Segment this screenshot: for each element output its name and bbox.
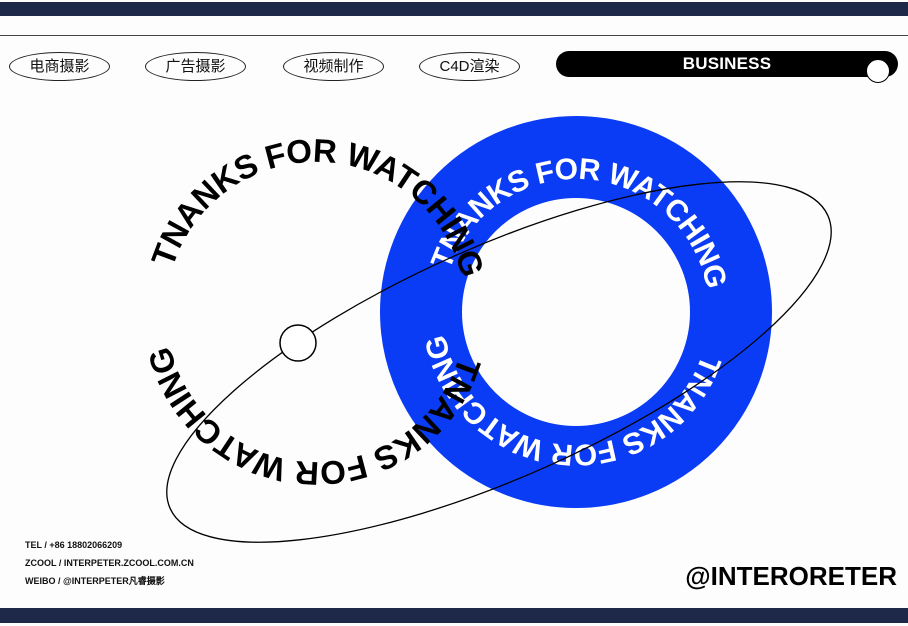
contact-tel: TEL / +86 18802066209 (25, 540, 123, 550)
contact-zcool: ZCOOL / INTERPETER.ZCOOL.COM.CN (25, 558, 194, 568)
blue-ring (380, 116, 772, 508)
header-divider (0, 35, 908, 36)
nav-item-c4d-rendering[interactable]: C4D渲染 (419, 52, 520, 81)
business-button[interactable]: BUSINESS (556, 51, 898, 83)
nav-item-advertising-photography[interactable]: 广告摄影 (145, 52, 246, 81)
business-label: BUSINESS (682, 54, 772, 73)
orbit-ellipse (166, 181, 832, 543)
toggle-knob (866, 59, 890, 83)
bottom-bar (0, 608, 908, 623)
orbit-satellite-circle (279, 324, 317, 362)
contact-weibo: WEIBO / @INTERPETER凡睿摄影 (25, 576, 165, 586)
nav-item-video-production[interactable]: 视频制作 (283, 52, 384, 81)
brand-handle: @INTERORETER (685, 561, 897, 591)
top-bar (0, 2, 908, 16)
nav-item-ecommerce-photography[interactable]: 电商摄影 (9, 52, 110, 81)
